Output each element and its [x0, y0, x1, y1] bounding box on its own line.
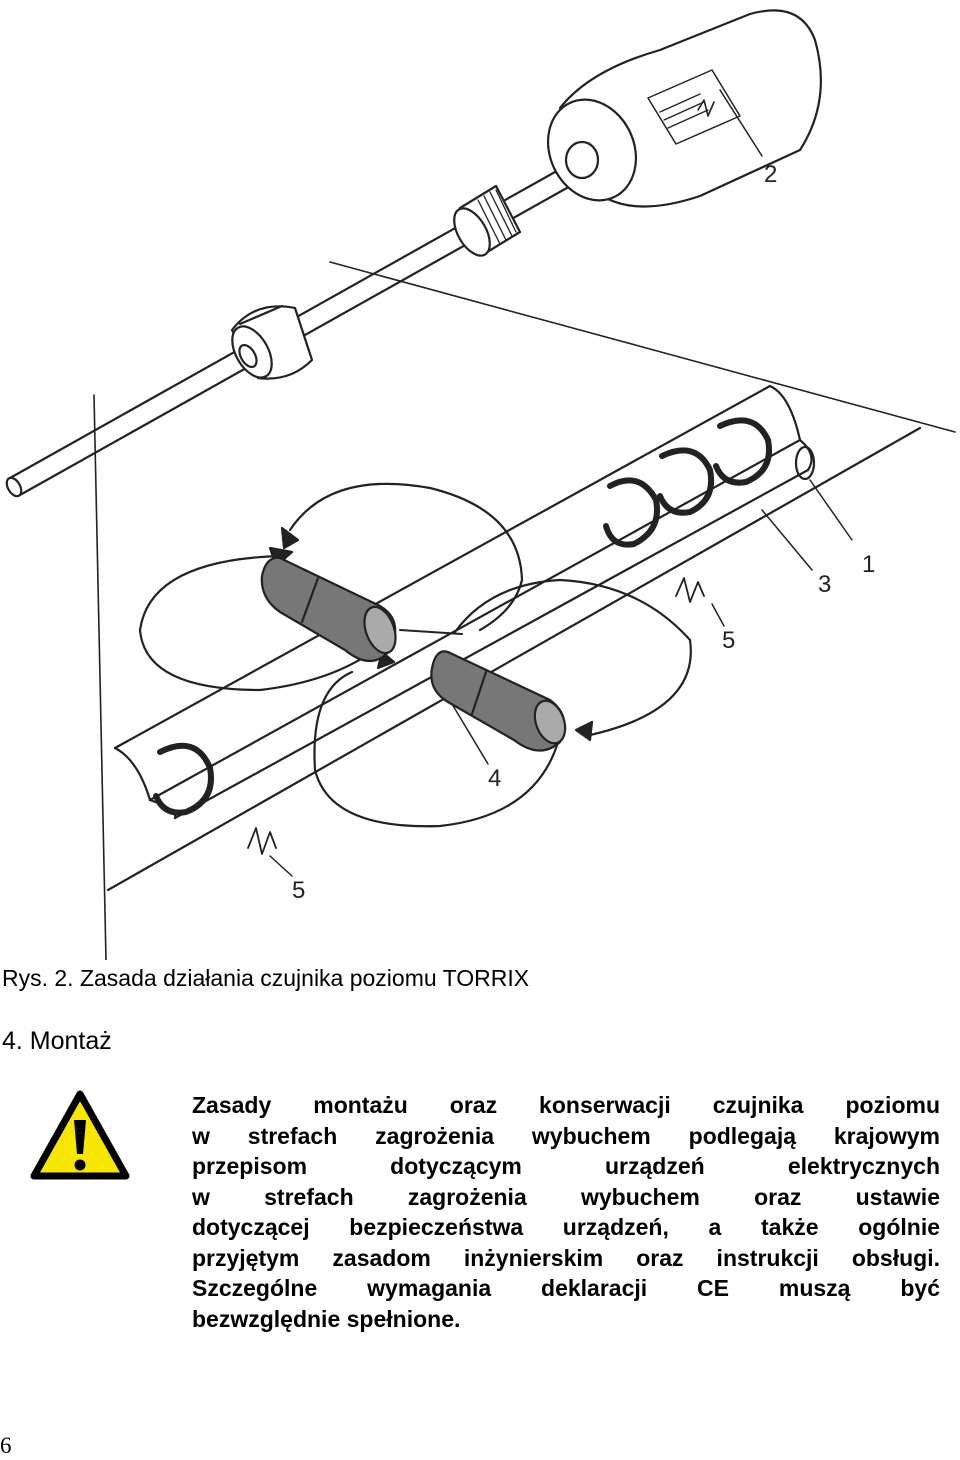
installation-warning-text: Zasady montażu oraz konserwacji czujnika… — [192, 1090, 940, 1334]
magnet-pair — [260, 556, 567, 752]
pulse-symbols — [247, 577, 705, 855]
text-line: w strefach zagrożenia wybuchem podlegają… — [192, 1122, 940, 1149]
callout-5-lower: 5 — [292, 877, 305, 904]
section-title: 4. Montaż — [2, 1027, 112, 1055]
torrix-principle-figure: 1 2 3 4 5 5 — [5, 9, 956, 960]
leader-lines — [269, 479, 853, 877]
sensor-head — [546, 9, 822, 208]
callout-1: 1 — [862, 551, 875, 578]
text-line: Szczególne wymagania deklaracji CE muszą… — [192, 1275, 940, 1301]
guide-line — [93, 394, 107, 960]
callout-5-upper: 5 — [722, 627, 735, 654]
page-number: 6 — [0, 1433, 12, 1458]
callout-2: 2 — [764, 161, 777, 188]
warning-triangle-icon — [30, 1090, 130, 1182]
torsion-spirals — [153, 417, 772, 816]
figure-caption: Rys. 2. Zasada działania czujnika poziom… — [2, 965, 530, 991]
text-line: przyjętym zasadom inżynierskim oraz inst… — [192, 1244, 940, 1271]
float-ring — [230, 304, 314, 380]
text-line: dotyczącej bezpieczeństwa urządzeń, a ta… — [192, 1214, 940, 1240]
text-line: przepisom dotyczącym urządzeń elektryczn… — [192, 1153, 940, 1179]
guide-line — [329, 261, 956, 433]
waveguide-tube — [106, 384, 922, 892]
callout-4: 4 — [488, 765, 501, 792]
callout-3: 3 — [818, 571, 831, 598]
text-line: Zasady montażu oraz konserwacji czujnika… — [192, 1092, 940, 1118]
text-line: bezwzględnie spełnione. — [192, 1305, 461, 1332]
threaded-nut — [453, 184, 522, 257]
figure-drawing: 1 2 3 4 5 5 — [5, 9, 956, 960]
text-line: w strefach zagrożenia wybuchem oraz usta… — [192, 1183, 940, 1210]
